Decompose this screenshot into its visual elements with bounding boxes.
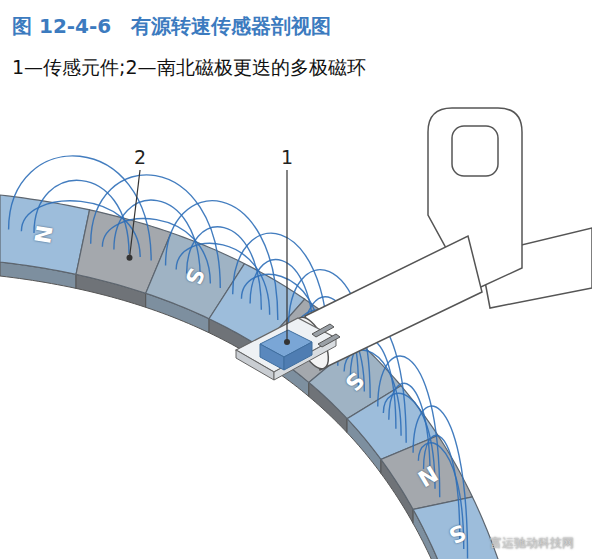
figure-title: 图 12-4-6 有源转速传感器剖视图 (12, 14, 331, 38)
field-lines (9, 156, 468, 559)
bracket-hole (452, 126, 498, 176)
sensing-chip-side (260, 344, 284, 370)
leader-dot (284, 339, 290, 345)
leader-lines (127, 170, 141, 261)
magnet-ring (0, 195, 500, 559)
sensing-chip-side (284, 342, 312, 370)
sensor-pin (312, 324, 334, 337)
leader-line (130, 170, 141, 258)
sensor-body (236, 108, 592, 380)
magnet-pole-segment (413, 497, 500, 559)
callout-number: 1 (281, 146, 293, 169)
magnetic-field-line (176, 243, 269, 315)
magnetic-field-line (166, 201, 278, 320)
callout-number: 2 (134, 146, 146, 169)
magnetic-field-line (21, 201, 140, 257)
sensor-housing (305, 236, 482, 370)
magnetic-field-line (91, 175, 221, 288)
leader-dot (127, 255, 133, 261)
magnet-pole-segment (0, 195, 90, 274)
legend-line: 1—传感元件;2—南北磁极更迭的多极磁环 (12, 56, 366, 79)
leader-line (286, 170, 287, 342)
sensor-pin (318, 334, 340, 347)
watermark: 富运驰动科技网 (490, 536, 574, 550)
